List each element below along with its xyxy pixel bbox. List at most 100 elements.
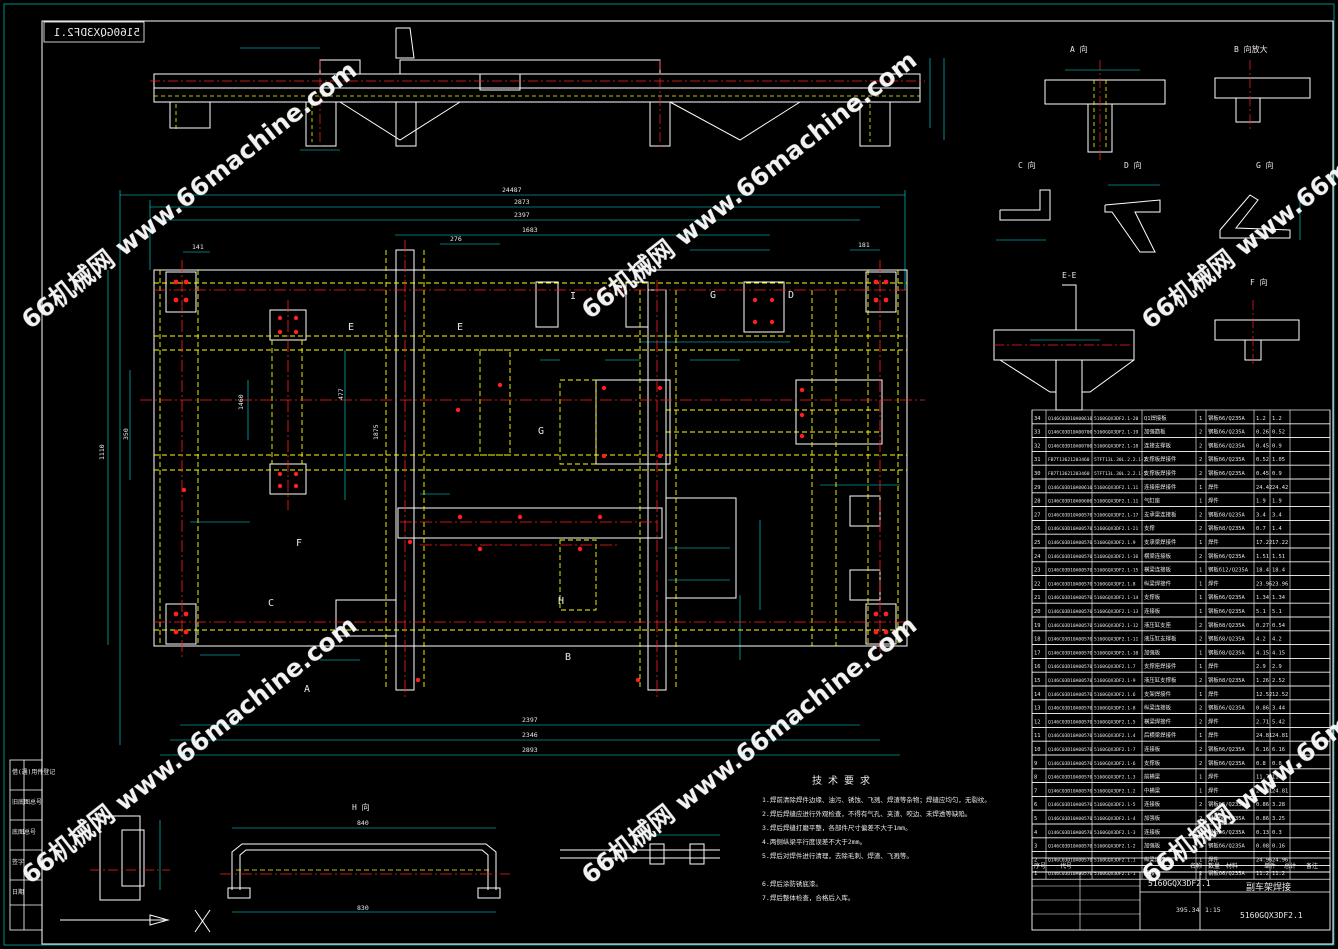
bom-cell: 1.2 (1256, 416, 1266, 422)
bom-cell: 2.71 (1256, 719, 1269, 725)
bom-cell: Q146C03D10A00570 (1048, 595, 1092, 601)
bom-cell: 钢板δ6/Q235A (1208, 842, 1245, 850)
bom-cell: 6 (1034, 802, 1037, 808)
left-block-3: 签字 (12, 858, 24, 866)
bom-cell: 5160GQX3DF2.1-19 (1094, 430, 1138, 436)
bom-cell: 焊件 (1208, 662, 1219, 670)
bom-cell: Q146C03D10A00700 (1048, 443, 1092, 449)
bom-cell: 5.1 (1256, 609, 1266, 615)
bom-cell: 16 (1034, 664, 1041, 670)
h-dim-0: 840 (357, 819, 369, 827)
bom-cell: 5160GQX3DF2.1-2 (1094, 844, 1136, 850)
drawing-border (41, 20, 1334, 945)
bom-cell: 连接板 (1144, 800, 1161, 808)
bom-cell: 钢板δ12/Q235A (1208, 566, 1249, 574)
bom-cell: 4.15 (1272, 650, 1285, 656)
bom-cell: 焊件 (1208, 855, 1219, 863)
bom-cell: 支架焊接件 (1144, 690, 1172, 698)
bom-cell: 20 (1034, 609, 1041, 615)
bom-cell: Q146C03D10A00570 (1048, 733, 1092, 739)
view-f: F 向 (1214, 277, 1300, 365)
left-block-4: 日期 (12, 888, 24, 896)
watermark-2: 66机械网 www.66machine.com (1136, 55, 1338, 335)
left-block-0: 借(通)用件登记 (12, 768, 55, 776)
bom-cell: 1 (1199, 540, 1202, 546)
bom-cell: 3.44 (1272, 706, 1285, 712)
bom-cell: 2 (1199, 637, 1202, 643)
bom-cell: 1 (1199, 568, 1202, 574)
bom-cell: 后横梁焊接件 (1144, 731, 1177, 739)
bom-cell: 24.81 (1256, 788, 1272, 794)
bom-cell: 3.4 (1272, 512, 1282, 518)
bom-cell: Q146C03D10A00570 (1048, 609, 1092, 615)
label-f: F (296, 538, 302, 549)
bom-cell: 25 (1034, 540, 1041, 546)
dim-bottom-0: 2397 (522, 716, 538, 724)
bom-cell: 焊件 (1208, 690, 1219, 698)
dim-top-3: 1683 (522, 226, 538, 234)
bom-cell: 5160GQX3DF2.1-7 (1094, 747, 1136, 753)
bom-cell: 1.05 (1272, 457, 1285, 463)
bom-cell: 2 (1199, 844, 1202, 850)
bom-cell: 1.51 (1256, 554, 1269, 560)
bom-cell: Q146C03D10A00570 (1048, 775, 1092, 781)
bom-cell: 中横梁 (1144, 786, 1161, 794)
bom-cell: 24.96 (1272, 857, 1288, 863)
bom-cell: Q146C03D10A00610 (1048, 485, 1092, 491)
bom-cell: 4.15 (1256, 650, 1269, 656)
bom-cell: 液压缸支撑板 (1144, 635, 1177, 643)
bom-h-3: 数量 (1208, 862, 1220, 870)
dim-top-1: 2873 (514, 198, 530, 206)
bom-cell: 钢板δ6/Q235A (1208, 593, 1245, 601)
bom-cell: 6.16 (1272, 747, 1285, 753)
bom-cell: 12 (1034, 719, 1041, 725)
bom-cell: 18 (1034, 637, 1041, 643)
bom-cell: 30 (1034, 471, 1041, 477)
view-b-title: B 向放大 (1234, 44, 1268, 54)
bom-cell: 5160GQX3DF2.1-12 (1094, 623, 1138, 629)
bom-cell: 5160GQX3DF2.1-3 (1094, 830, 1136, 836)
bom-cell: 5160GQX3DF2.1-21 (1094, 526, 1138, 532)
bom-cell: 1.9 (1256, 499, 1266, 505)
bom-cell: 3 (1034, 844, 1037, 850)
bom-cell: 2 (1199, 430, 1202, 436)
title-name: 副车架焊接 (1246, 881, 1291, 893)
bom-cell: 5160GQX3DF2.1-18 (1094, 443, 1138, 449)
bom-cell: 12.52 (1256, 692, 1272, 698)
tech-item-5: 6.焊后涂防锈底漆。 (762, 879, 822, 888)
bom-cell: 0.86 (1256, 816, 1269, 822)
bom-cell: 钢板δ6/Q235A (1208, 428, 1245, 436)
bom-cell: 1.4 (1272, 526, 1282, 532)
bom-cell: 1 (1199, 609, 1202, 615)
title-drawing-no: 5160GQX3DF2.1 (1148, 879, 1211, 888)
detail-section-left (60, 815, 211, 933)
bom-cell: Q146C03D10A00570 (1048, 830, 1092, 836)
bom-cell: 18.4 (1256, 568, 1269, 574)
label-h: H (558, 596, 564, 607)
bom-cell: 0.52 (1256, 457, 1269, 463)
bom-cell: Q146C03D10A00570 (1048, 650, 1092, 656)
bom-h-2: 名称 (1190, 862, 1202, 870)
bom-cell: 2 (1199, 816, 1202, 822)
bom-cell: 5160GQX3DF2.1.7 (1094, 664, 1136, 670)
bom-cell: 0.86 (1256, 802, 1269, 808)
bom-cell: 加强板 (1144, 842, 1161, 850)
bom-cell: 1.34 (1272, 595, 1285, 601)
bom-cell: 0.9 (1272, 443, 1282, 449)
view-g: G 向 (1219, 160, 1301, 240)
bom-cell: 12.52 (1272, 692, 1288, 698)
bom-cell: 1 (1199, 857, 1202, 863)
bom-cell: 19 (1034, 623, 1041, 629)
top-elevation-view (153, 27, 921, 147)
bom-cell: 连接板 (1144, 607, 1161, 615)
bom-cell: 5160GQX3DF2.1-9 (1094, 678, 1136, 684)
label-e1: E (348, 322, 354, 333)
bom-cell: Q146C03D10A00570 (1048, 568, 1092, 574)
bom-cell: 0.3 (1272, 830, 1282, 836)
bom-cell: 0.08 (1256, 844, 1269, 850)
bom-cell: 连接座焊接件 (1144, 483, 1177, 491)
watermarks: 66机械网 www.66machine.com 66机械网 www.66mach… (16, 45, 1338, 890)
bom-cell: Q146C03D10A00570 (1048, 664, 1092, 670)
bom-cell: 24.81 (1272, 733, 1288, 739)
bom-cell: 钢板δ6/Q235A (1208, 814, 1245, 822)
